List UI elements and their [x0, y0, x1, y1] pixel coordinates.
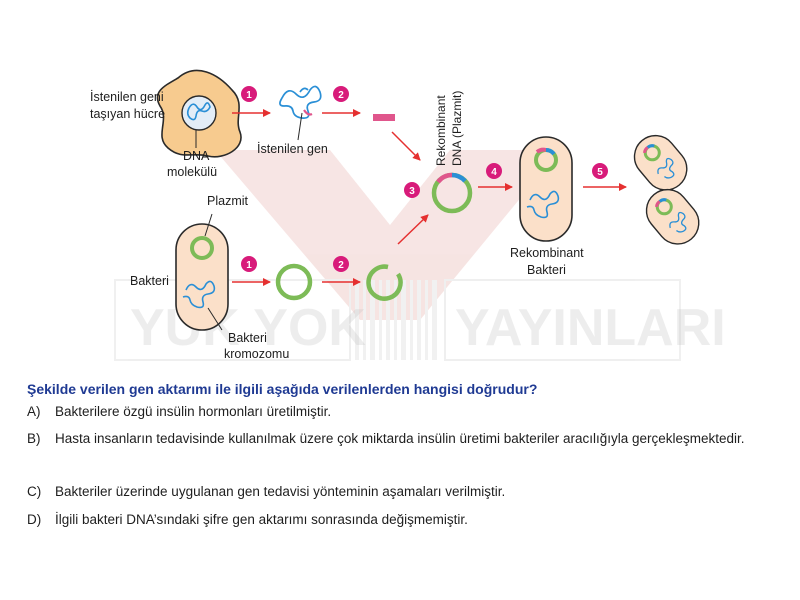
gene-fragment	[373, 114, 395, 121]
recombinant-dna-label-line1: Rekombinant	[434, 95, 448, 166]
cut-plasmid	[366, 264, 403, 301]
plasmid-label: Plazmit	[207, 194, 248, 208]
question-stem: Şekilde verilen gen aktarımı ile ilgili …	[27, 381, 538, 397]
option-d-letter: D)	[27, 512, 42, 527]
chromosome-label-line1: Bakteri	[228, 331, 267, 345]
watermark-text-right: YAYINLARI	[455, 299, 726, 357]
dna-label-line1: DNA	[183, 149, 210, 163]
bacteria-label: Bakteri	[130, 274, 169, 288]
donor-cell	[156, 69, 242, 158]
recombinant-bacteria-label-line2: Bakteri	[527, 263, 566, 277]
step-badge-4: 4	[491, 167, 497, 178]
desired-gene-label: İstenilen gen	[257, 142, 328, 156]
watermark	[114, 150, 681, 361]
cell-label-line2: taşıyan hücre	[90, 107, 166, 121]
option-d-text: İlgili bakteri DNA’sındaki şifre gen akt…	[55, 512, 468, 527]
recombinant-bacterium	[519, 136, 573, 242]
chromosome-pointer	[207, 307, 223, 331]
recombinant-plasmid	[431, 172, 473, 214]
step-badge-top-1: 1	[246, 90, 252, 101]
isolated-plasmid	[275, 263, 313, 301]
daughter-bacterium-top	[633, 134, 688, 191]
recombinant-dna-label-line2: DNA (Plazmit)	[450, 91, 464, 166]
cell-label-line1: İstenilen geni	[90, 90, 164, 104]
option-c-text: Bakteriler üzerinde uygulanan gen tedavi…	[55, 484, 506, 499]
option-a-letter: A)	[27, 404, 41, 419]
step-badges: 1 2 1 2 3 4 5	[241, 86, 608, 272]
watermark-text-left: YÜK YOK	[130, 299, 366, 357]
recombinant-dna-label: Rekombinant DNA (Plazmit)	[434, 91, 464, 166]
option-c-letter: C)	[27, 484, 42, 499]
isolated-dna	[279, 85, 322, 119]
step-badge-top-2: 2	[338, 90, 344, 101]
step-badge-3: 3	[409, 186, 415, 197]
gene-transfer-figure: YÜK YOK YAYINLARI	[90, 69, 726, 361]
daughter-bacterium-bottom	[645, 188, 700, 245]
step-badge-bottom-2: 2	[338, 260, 344, 271]
figure-drawing: YÜK YOK YAYINLARI	[114, 69, 726, 361]
step-badge-5: 5	[597, 167, 603, 178]
dna-label-line2: molekülü	[167, 165, 218, 179]
plasmid-pointer	[204, 213, 213, 237]
option-a-text: Bakterilere özgü insülin hormonları üret…	[55, 404, 332, 419]
arrow-gene-down	[391, 131, 421, 161]
option-b-letter: B)	[27, 431, 41, 446]
arrow-plasmid-up	[397, 214, 429, 245]
bacterium	[175, 223, 229, 331]
step-badge-bottom-1: 1	[246, 260, 252, 271]
arrows	[232, 109, 627, 286]
gene-pointer	[297, 112, 303, 141]
recombinant-bacteria-label-line1: Rekombinant	[510, 246, 584, 260]
option-b-text: Hasta insanların tedavisinde kullanılmak…	[55, 431, 745, 446]
chromosome-label-line2: kromozomu	[224, 347, 290, 361]
